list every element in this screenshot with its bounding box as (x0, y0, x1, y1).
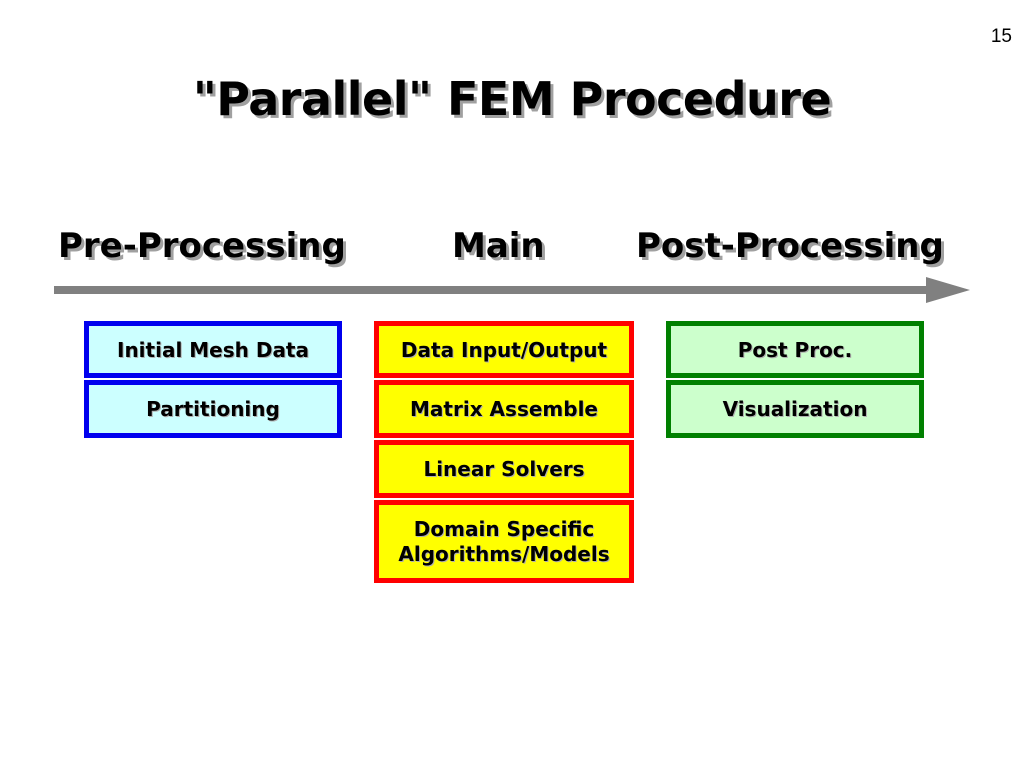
phase-label-post-processing: Post-Processing (636, 226, 944, 266)
box-domain-specific-algorithms: Domain Specific Algorithms/Models (374, 500, 634, 583)
page-number: 15 (990, 26, 1012, 47)
box-label: Partitioning (146, 397, 280, 421)
phase-label-main: Main (452, 226, 545, 266)
box-label: Initial Mesh Data (117, 337, 309, 362)
box-data-input-output: Data Input/Output (374, 321, 634, 378)
box-label: Visualization (722, 397, 868, 421)
box-label: Data Input/Output (400, 337, 608, 362)
box-linear-solvers: Linear Solvers (374, 440, 634, 498)
box-label: Post Proc. (737, 337, 853, 362)
box-post-proc: Post Proc. (666, 321, 924, 378)
box-initial-mesh-data: Initial Mesh Data (84, 321, 342, 378)
box-visualization: Visualization (666, 380, 924, 438)
timeline-arrow-shaft (54, 286, 930, 294)
box-label: Linear Solvers (423, 457, 585, 481)
box-label-line-1: Domain Specific (413, 516, 595, 541)
box-partitioning: Partitioning (84, 380, 342, 438)
slide-title: "Parallel" FEM Procedure (192, 72, 832, 126)
box-label-line-2: Algorithms/Models (398, 541, 610, 566)
timeline-arrow-head (926, 277, 970, 303)
box-matrix-assemble: Matrix Assemble (374, 380, 634, 438)
timeline-arrow (54, 277, 970, 303)
box-label: Matrix Assemble (410, 397, 598, 421)
phase-label-pre-processing: Pre-Processing (58, 226, 346, 266)
